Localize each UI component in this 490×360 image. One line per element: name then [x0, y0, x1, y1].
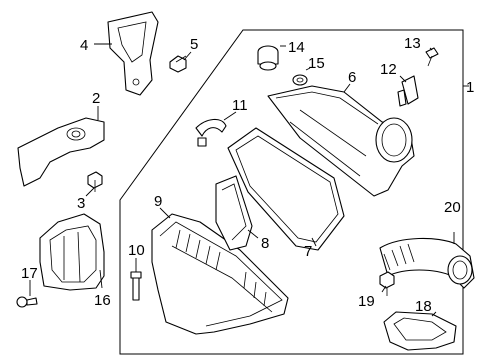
- callout-8: 8: [261, 235, 269, 252]
- part-10-bolt[interactable]: [130, 258, 142, 301]
- callout-18: 18: [415, 298, 432, 315]
- callout-3: 3: [77, 195, 85, 212]
- callout-15: 15: [308, 55, 325, 72]
- part-20-outlet-hose[interactable]: [379, 232, 475, 289]
- assembly-frame: [119, 29, 469, 355]
- callout-11: 11: [232, 97, 248, 114]
- part-14-sensor[interactable]: [257, 45, 286, 71]
- callout-20: 20: [444, 199, 461, 216]
- callout-1: 1: [466, 79, 474, 96]
- callout-13: 13: [404, 35, 421, 52]
- callout-7: 7: [304, 243, 312, 260]
- callout-6: 6: [348, 69, 356, 86]
- part-16-intake-duct[interactable]: [39, 213, 105, 291]
- callout-16: 16: [94, 292, 111, 309]
- callout-10: 10: [128, 242, 145, 259]
- part-11-hose[interactable]: [195, 111, 237, 147]
- part-4-bracket[interactable]: [94, 11, 159, 96]
- part-18-deflector[interactable]: [383, 311, 457, 351]
- part-8-baffle[interactable]: [215, 175, 259, 251]
- callout-12: 12: [380, 61, 397, 78]
- callout-5: 5: [190, 36, 198, 53]
- part-6-upper-cover[interactable]: [267, 83, 415, 197]
- part-12-maf-sensor[interactable]: [397, 75, 419, 107]
- part-13-screw[interactable]: [425, 47, 439, 67]
- part-3-bolt[interactable]: [85, 171, 103, 197]
- part-2-bracket[interactable]: [17, 106, 105, 187]
- callout-2: 2: [92, 90, 100, 107]
- callout-4: 4: [80, 37, 88, 54]
- part-7-filter[interactable]: [227, 127, 345, 251]
- part-19-screw[interactable]: [379, 271, 395, 296]
- callout-14: 14: [288, 39, 305, 56]
- part-15-grommet[interactable]: [292, 67, 311, 86]
- callout-9: 9: [154, 193, 162, 210]
- part-5-bolt[interactable]: [169, 51, 192, 73]
- callout-19: 19: [358, 293, 375, 310]
- part-9-lower-housing[interactable]: [151, 207, 289, 335]
- callout-17: 17: [21, 265, 38, 282]
- part-17-screw[interactable]: [16, 280, 38, 308]
